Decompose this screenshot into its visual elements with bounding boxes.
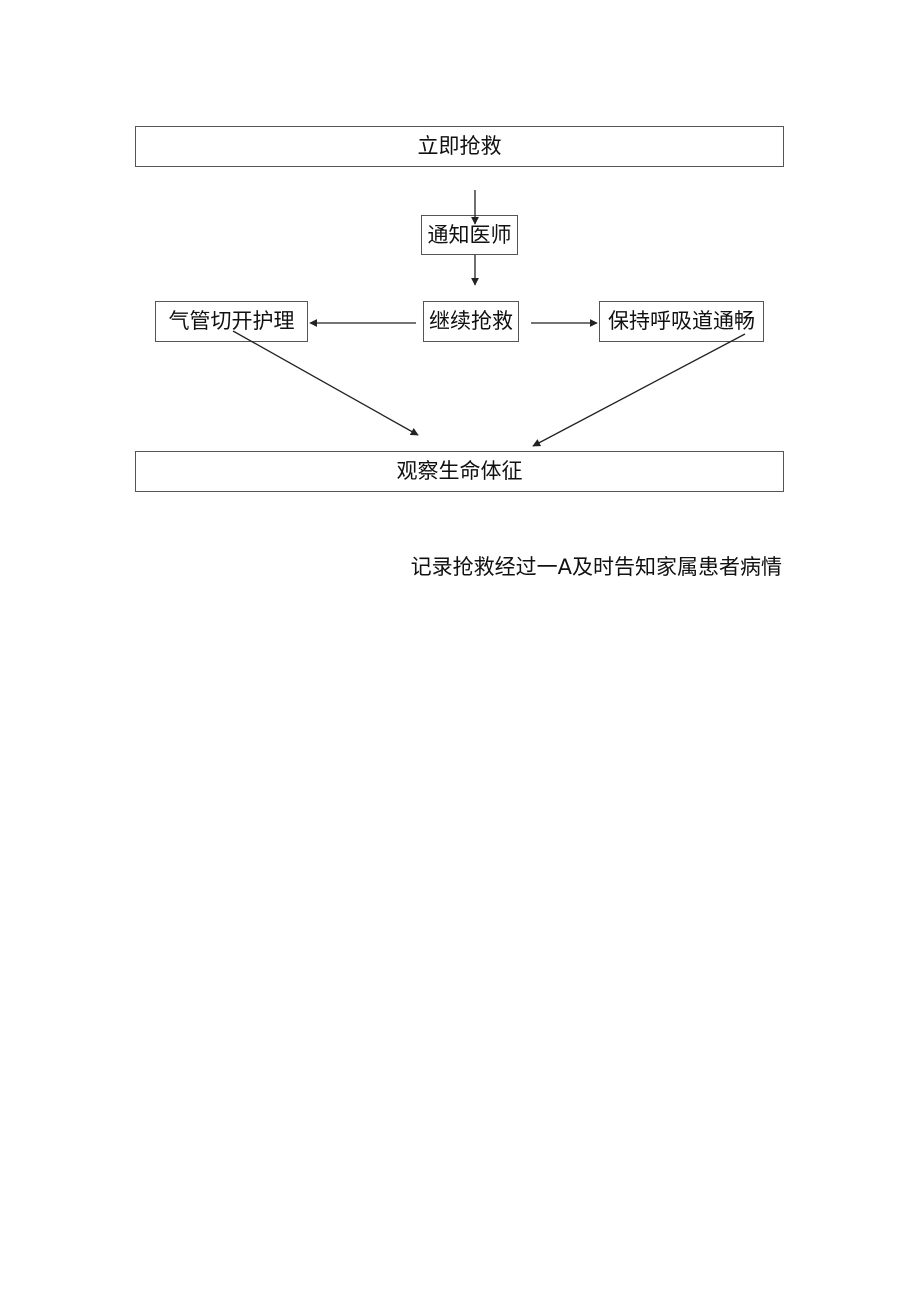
node-continue-rescue: 继续抢救	[423, 301, 519, 342]
node-tracheotomy-care: 气管切开护理	[155, 301, 308, 342]
node-keep-airway-clear-label: 保持呼吸道通畅	[608, 309, 755, 333]
node-observe-vitals-label: 观察生命体征	[396, 459, 523, 483]
node-notify-physician: 通知医师	[421, 215, 518, 255]
node-immediate-rescue-label: 立即抢救	[417, 134, 502, 158]
node-keep-airway-clear: 保持呼吸道通畅	[599, 301, 764, 342]
node-continue-rescue-label: 继续抢救	[429, 309, 513, 333]
arrow-right-to-bottom	[532, 333, 746, 447]
arrow-left-to-bottom	[232, 330, 419, 436]
node-observe-vitals: 观察生命体征	[135, 451, 784, 492]
node-notify-physician-label: 通知医师	[427, 222, 512, 247]
footnote-record-and-inform: 记录抢救经过一A及时告知家属患者病情	[410, 555, 782, 579]
node-immediate-rescue: 立即抢救	[135, 126, 784, 167]
node-tracheotomy-care-label: 气管切开护理	[168, 309, 295, 333]
